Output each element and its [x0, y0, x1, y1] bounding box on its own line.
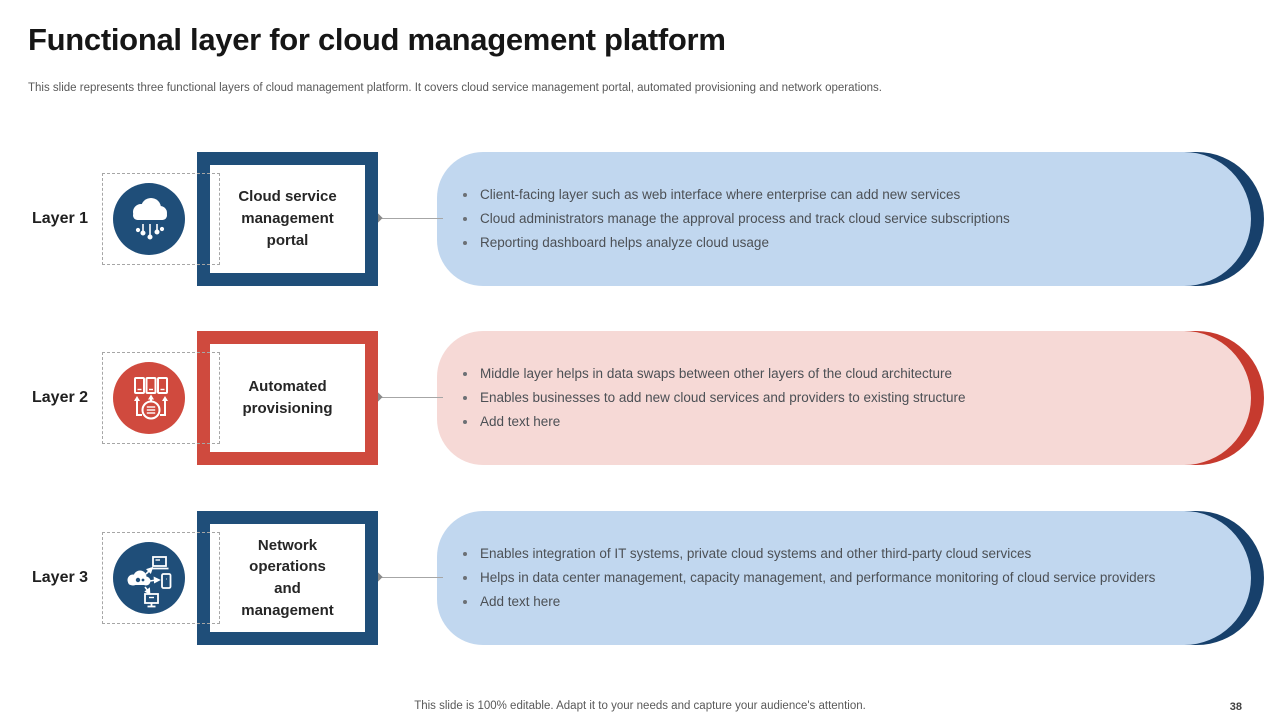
layer-3-box-title: Network operations and management	[241, 536, 334, 619]
layer-2-box: Automated provisioning	[197, 331, 378, 465]
bullet-item: Enables businesses to add new cloud serv…	[459, 388, 1156, 408]
page-title: Functional layer for cloud management pl…	[28, 22, 726, 57]
bullet-item: Cloud administrators manage the approval…	[459, 209, 1156, 229]
footer-note: This slide is 100% editable. Adapt it to…	[414, 700, 866, 712]
layer-3-label: Layer 3	[32, 569, 89, 586]
bubble-content: Enables integration of IT systems, priva…	[437, 511, 1251, 645]
cloud-network-icon	[113, 183, 185, 255]
layer-2-box-title: Automated provisioning	[242, 378, 333, 417]
layer-1-bullet-list: Client-facing layer such as web interfac…	[459, 181, 1156, 258]
cloud-devices-icon	[113, 542, 185, 614]
connector-line	[371, 391, 443, 403]
layer-2-icon-frame	[102, 352, 220, 444]
layer-1-box: Cloud service management portal	[197, 152, 378, 286]
layer-1-bubble: Client-facing layer such as web interfac…	[437, 152, 1264, 286]
bullet-item: Client-facing layer such as web interfac…	[459, 185, 1156, 205]
bullet-item: Add text here	[459, 412, 1156, 432]
layer-1-box-title: Cloud service management portal	[238, 188, 337, 249]
layer-3-bubble: Enables integration of IT systems, priva…	[437, 511, 1264, 645]
bullet-item: Enables integration of IT systems, priva…	[459, 544, 1156, 564]
page-number: 38	[1229, 701, 1242, 713]
bullet-item: Reporting dashboard helps analyze cloud …	[459, 233, 1156, 253]
layer-row-1: Layer 1	[0, 151, 1280, 287]
bullet-item: Helps in data center management, capacit…	[459, 568, 1156, 588]
bubble-content: Middle layer helps in data swaps between…	[437, 331, 1251, 465]
layer-2-bullet-list: Middle layer helps in data swaps between…	[459, 360, 1156, 437]
bubble-content: Client-facing layer such as web interfac…	[437, 152, 1251, 286]
layer-3-bullet-list: Enables integration of IT systems, priva…	[459, 540, 1156, 617]
connector-line	[371, 212, 443, 224]
layer-row-2: Layer 2	[0, 330, 1280, 466]
layer-1-label: Layer 1	[32, 210, 89, 227]
layer-3-icon-frame	[102, 532, 220, 624]
automated-provisioning-icon	[113, 362, 185, 434]
layer-2-label: Layer 2	[32, 389, 89, 406]
layer-row-3: Layer 3	[0, 510, 1280, 646]
slide-subtitle: This slide represents three functional l…	[28, 82, 883, 94]
layer-2-bubble: Middle layer helps in data swaps between…	[437, 331, 1264, 465]
layer-3-box: Network operations and management	[197, 511, 378, 645]
bullet-item: Middle layer helps in data swaps between…	[459, 364, 1156, 384]
connector-line	[371, 571, 443, 583]
layer-1-icon-frame	[102, 173, 220, 265]
bullet-item: Add text here	[459, 592, 1156, 612]
